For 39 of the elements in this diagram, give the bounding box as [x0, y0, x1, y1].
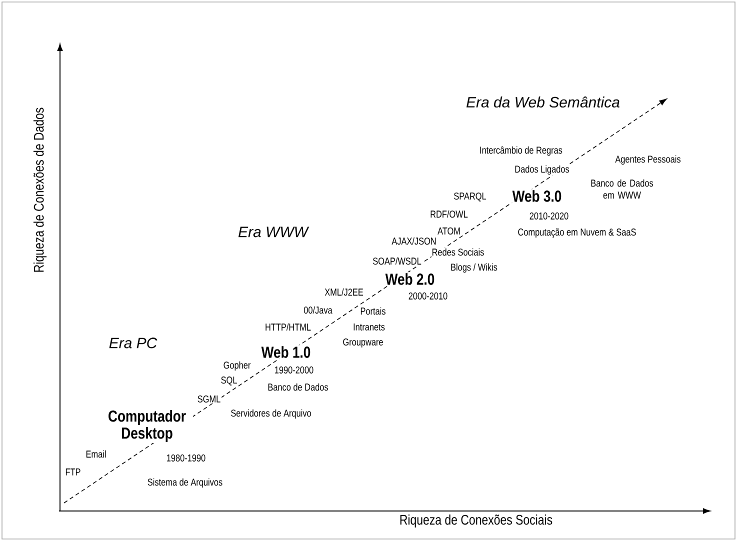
axis-title: Riqueza de Conexões de Dados [32, 106, 48, 274]
era-label: Era da Web Semântica [465, 95, 621, 109]
axis-title: Riqueza de Conexões Sociais [398, 513, 554, 529]
technology-label: AJAX/JSON [390, 236, 438, 246]
era-label: Era PC [108, 336, 158, 350]
technology-label: Groupware [342, 337, 384, 349]
technology-label: Intranets [352, 322, 386, 332]
web-generation-label: Computador Desktop [101, 409, 193, 443]
technology-label: SQL [220, 376, 238, 386]
web-generation-label: Web 1.0 [260, 345, 312, 359]
era-label: Era WWW [237, 226, 310, 238]
technology-label: Portais [359, 306, 387, 316]
web-generation-label: Web 2.0 [384, 272, 436, 286]
technology-label: SOAP/WSDL [372, 256, 422, 266]
technology-label: Servidores de Arquivo [230, 408, 312, 420]
technology-label: HTTP/HTML [264, 322, 312, 332]
technology-label: Banco de Dados em WWW [581, 178, 663, 200]
technology-label: SPARQL [452, 192, 488, 202]
technology-label: Banco de Dados [266, 382, 330, 392]
technology-label: 00/Java [302, 305, 334, 315]
period-label: 2010-2020 [528, 211, 570, 221]
period-label: 2000-2010 [407, 291, 449, 301]
technology-label: Intercâmbio de Regras [478, 145, 564, 157]
technology-label: Gopher [222, 360, 252, 372]
technology-label: SGML [196, 394, 222, 404]
technology-label: Email [84, 449, 108, 459]
technology-label: XML/J2EE [324, 287, 364, 297]
technology-label: Redes Sociais [430, 247, 486, 257]
period-label: 1980-1990 [165, 453, 207, 463]
technology-label: Computação em Nuvem & SaaS [516, 227, 638, 239]
technology-label: Dados Ligados [514, 164, 570, 176]
web-generation-label: Web 3.0 [511, 189, 563, 203]
technology-label: ATOM [436, 226, 462, 236]
technology-label: Agentes Pessoais [614, 154, 682, 166]
technology-label: Blogs / Wikis [450, 262, 498, 274]
technology-label: Sistema de Arquivos [146, 477, 224, 489]
technology-label: FTP [64, 468, 82, 476]
technology-label: RDF/OWL [429, 209, 469, 219]
period-label: 1990-2000 [273, 365, 315, 375]
